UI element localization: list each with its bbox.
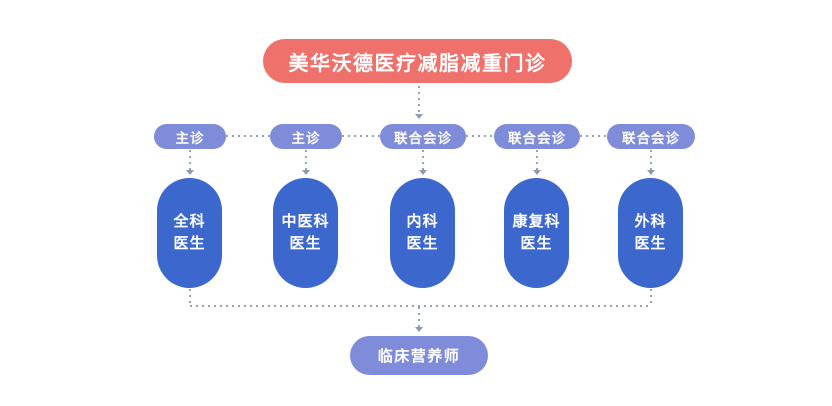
connector-pill5-doctor5 [650,150,652,170]
role-pill-3: 联合会诊 [380,124,466,149]
connector-root-vertical [418,86,420,114]
doctor-capsule-internal: 内科 医生 [390,178,455,288]
doctor-capsule-surgery: 外科 医生 [618,178,683,288]
role-pill-2: 主诊 [270,124,342,149]
arrow-down-icon [186,170,194,175]
connector-pill2-doctor2 [305,150,307,170]
role-pill-1: 主诊 [154,124,226,149]
doctor-name-line2: 医生 [520,235,553,252]
connector-pills-3-4 [466,135,494,137]
doctor-capsule-rehab: 康复科 医生 [504,178,569,288]
doctor-capsule-general: 全科 医生 [157,178,222,288]
role-pill-5: 联合会诊 [607,124,695,149]
doctor-name-line2: 医生 [173,235,206,252]
arrow-down-icon [533,170,541,175]
connector-pill4-doctor4 [536,150,538,170]
doctor-capsule-tcm: 中医科 医生 [273,178,338,288]
doctor-name-line1: 中医科 [281,213,330,230]
connector-pills-1-2 [226,135,270,137]
arrow-down-icon [415,327,423,332]
doctor-name-line2: 医生 [406,235,439,252]
doctor-name-line1: 全科 [173,213,206,230]
connector-bottom-horizontal [190,305,651,307]
arrow-down-icon [419,170,427,175]
arrow-down-icon [415,114,423,119]
connector-doctor5-bottom [650,289,652,305]
doctor-name-line1: 外科 [634,213,667,230]
connector-doctor1-bottom [189,289,191,305]
doctor-name-line1: 康复科 [512,213,561,230]
nutritionist-node: 临床营养师 [350,336,488,375]
connector-bottom-vertical [418,307,420,327]
role-pill-4: 联合会诊 [494,124,580,149]
doctor-name-line2: 医生 [289,235,322,252]
arrow-down-icon [647,170,655,175]
clinic-root-node: 美华沃德医疗减脂减重门诊 [263,39,572,83]
connector-pills-4-5 [580,135,607,137]
doctor-name-line2: 医生 [634,235,667,252]
arrow-down-icon [302,170,310,175]
doctor-name-line1: 内科 [406,213,439,230]
connector-pills-2-3 [342,135,380,137]
connector-pill1-doctor1 [189,150,191,170]
connector-pill3-doctor3 [422,150,424,170]
